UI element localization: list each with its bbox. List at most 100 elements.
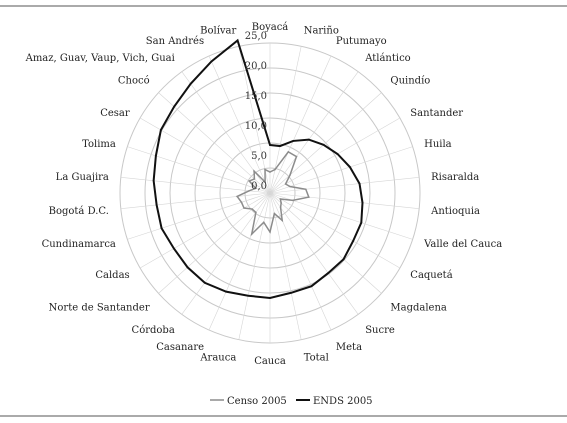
legend: Censo 2005 ENDS 2005 [210, 396, 373, 407]
data-point [361, 201, 364, 204]
category-label: Caquetá [410, 270, 452, 281]
grid-spoke [269, 177, 420, 194]
grid-spoke [269, 192, 401, 269]
legend-label: ENDS 2005 [313, 396, 373, 407]
data-point [236, 39, 239, 42]
data-point [342, 258, 345, 261]
data-point [269, 297, 271, 299]
data-point [289, 174, 291, 176]
category-label: Caldas [95, 270, 129, 281]
grid-spoke [269, 71, 359, 194]
category-label: Bolívar [200, 26, 236, 37]
radar-series [152, 38, 364, 300]
data-point [310, 285, 313, 287]
data-point [152, 179, 155, 182]
grid-spoke [127, 192, 271, 240]
data-point [243, 207, 245, 209]
data-point [155, 155, 157, 157]
data-point [250, 233, 253, 235]
data-point [281, 219, 284, 222]
grid-spoke [269, 117, 401, 194]
data-point [305, 188, 307, 191]
data-point [186, 266, 189, 269]
data-point [307, 138, 310, 141]
category-label: Norte de Santander [49, 302, 150, 313]
radial-tick-labels: 0,05,010,015,020,025,0 [245, 31, 267, 192]
data-point [289, 185, 291, 188]
category-label: Arauca [199, 353, 236, 364]
category-label: La Guajira [56, 172, 109, 183]
data-point [349, 166, 351, 168]
data-point [292, 140, 294, 142]
data-point [280, 202, 282, 204]
data-point [284, 183, 287, 185]
data-point [253, 178, 256, 180]
grid-spoke [269, 192, 332, 331]
category-label: Bogotá D.C. [49, 206, 109, 217]
radial-tick-label: 0,0 [251, 181, 267, 192]
data-point [360, 221, 363, 224]
category-label: Cundinamarca [42, 239, 116, 250]
data-point [189, 82, 192, 85]
data-point [307, 196, 310, 198]
grid-spoke [238, 46, 271, 194]
data-point [254, 187, 257, 190]
data-point [322, 144, 325, 146]
category-label: Atlántico [364, 53, 411, 64]
grid-spoke [269, 192, 302, 340]
data-point [269, 144, 271, 146]
radial-tick-label: 20,0 [245, 61, 267, 72]
category-label: Cesar [100, 108, 130, 119]
data-point [358, 182, 361, 185]
data-point [295, 155, 298, 158]
data-point [255, 211, 257, 214]
category-label: Magdalena [390, 302, 447, 313]
category-label: Risaralda [431, 172, 479, 183]
category-label: Amaz, Guav, Vaup, Vich, Guai [25, 53, 175, 64]
data-point [269, 171, 271, 173]
grid-spoke [238, 192, 271, 340]
legend-label: Censo 2005 [227, 396, 287, 407]
category-label: Huila [424, 139, 452, 150]
data-point [279, 206, 282, 209]
category-label: Meta [336, 342, 362, 353]
data-point [273, 212, 276, 215]
category-label: Chocó [118, 76, 150, 87]
data-point [352, 240, 354, 242]
grid-spoke [158, 192, 271, 294]
data-point [173, 247, 175, 250]
data-point [327, 272, 329, 274]
series-line-ends-2005 [152, 38, 364, 300]
data-point [225, 290, 227, 293]
radial-tick-label: 5,0 [251, 151, 267, 162]
category-label: Quindío [390, 76, 430, 87]
data-point [160, 129, 162, 131]
data-point [269, 231, 271, 233]
data-point [279, 145, 281, 147]
grid-spoke [269, 55, 332, 194]
data-point [251, 208, 253, 210]
data-point [264, 168, 266, 171]
grid-spoke [269, 192, 382, 294]
radial-tick-label: 15,0 [245, 91, 267, 102]
grid-spoke [208, 192, 271, 331]
data-point [274, 168, 276, 171]
grid-spoke [269, 192, 420, 209]
radial-tick-label: 25,0 [245, 31, 267, 42]
data-point [155, 204, 158, 206]
data-point [253, 170, 255, 172]
category-label: Santander [410, 108, 463, 119]
category-label: Casanare [156, 342, 204, 353]
data-point [240, 201, 243, 204]
data-point [262, 221, 265, 224]
data-point [248, 180, 251, 182]
data-point [160, 227, 163, 230]
data-point [290, 291, 293, 294]
data-point [210, 60, 213, 63]
category-label: Antioquia [430, 206, 480, 217]
data-point [248, 190, 250, 192]
grid-spoke [139, 192, 271, 269]
category-label: Sucre [365, 325, 395, 336]
